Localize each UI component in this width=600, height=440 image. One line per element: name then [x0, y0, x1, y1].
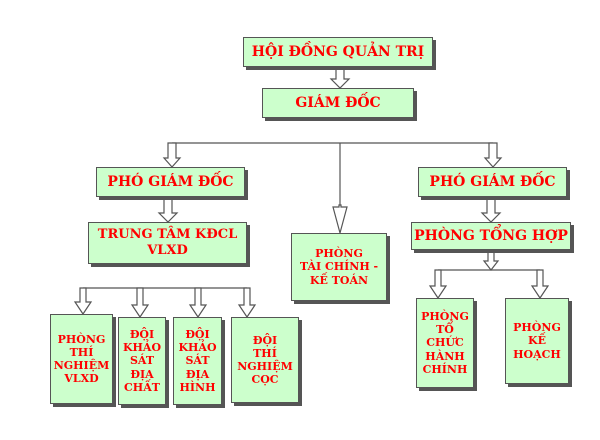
center-kdcl-box: TRUNG TÂM KĐCL VLXD: [88, 222, 247, 264]
arrow-to-pile: [237, 287, 257, 319]
director-label: GIÁM ĐỐC: [295, 94, 381, 111]
finance-box: PHÒNG TÀI CHÍNH - KẾ TOÁN: [291, 233, 387, 301]
planning-box: PHÒNG KẾ HOẠCH: [505, 298, 569, 384]
finance-label: PHÒNG TÀI CHÍNH - KẾ TOÁN: [299, 247, 379, 287]
team-terrain-box: ĐỘI KHẢO SÁT ĐỊA HÌNH: [173, 317, 222, 405]
org-admin-box: PHÒNG TỔ CHỨC HÀNH CHÍNH: [416, 298, 474, 388]
arrow-to-finance: [332, 204, 348, 236]
arrow-to-terrain: [188, 287, 208, 319]
general-label: PHÒNG TỔNG HỢP: [414, 227, 568, 244]
center-kdcl-label: TRUNG TÂM KĐCL VLXD: [97, 227, 238, 258]
arrow-deputy-right-general: [480, 196, 502, 223]
arrow-to-geology: [130, 287, 150, 319]
team-pile-box: ĐỘI THÍ NGHIỆM CỌC: [231, 317, 299, 403]
arrow-to-lab: [73, 287, 93, 316]
arrow-general-hub: [482, 249, 500, 271]
arrow-to-org-admin: [428, 269, 448, 300]
team-geology-label: ĐỘI KHẢO SÁT ĐỊA CHẤT: [122, 328, 162, 394]
arrow-board-director: [329, 66, 351, 89]
deputy-right-label: PHÓ GIÁM ĐỐC: [429, 173, 556, 190]
org-admin-label: PHÒNG TỔ CHỨC HÀNH CHÍNH: [421, 310, 469, 376]
team-terrain-label: ĐỘI KHẢO SÁT ĐỊA HÌNH: [178, 328, 217, 394]
arrow-to-planning: [530, 269, 550, 300]
team-geology-box: ĐỘI KHẢO SÁT ĐỊA CHẤT: [118, 317, 166, 405]
lab-vlxd-label: PHÒNG THÍ NGHIỆM VLXD: [53, 332, 110, 386]
arrow-to-deputy-right: [483, 142, 503, 168]
general-box: PHÒNG TỔNG HỢP: [411, 222, 571, 250]
deputy-left-label: PHÓ GIÁM ĐỐC: [107, 173, 234, 190]
arrow-deputy-left-center: [157, 196, 179, 223]
lab-vlxd-box: PHÒNG THÍ NGHIỆM VLXD: [50, 314, 113, 404]
team-pile-label: ĐỘI THÍ NGHIỆM CỌC: [237, 333, 293, 387]
deputy-left-box: PHÓ GIÁM ĐỐC: [96, 167, 245, 197]
arrow-to-deputy-left: [162, 142, 182, 168]
deputy-right-box: PHÓ GIÁM ĐỐC: [418, 167, 567, 197]
planning-label: PHÒNG KẾ HOẠCH: [513, 321, 561, 361]
board-label: HỘI ĐỒNG QUẢN TRỊ: [251, 43, 425, 60]
board-box: HỘI ĐỒNG QUẢN TRỊ: [243, 37, 433, 67]
director-box: GIÁM ĐỐC: [262, 88, 414, 118]
